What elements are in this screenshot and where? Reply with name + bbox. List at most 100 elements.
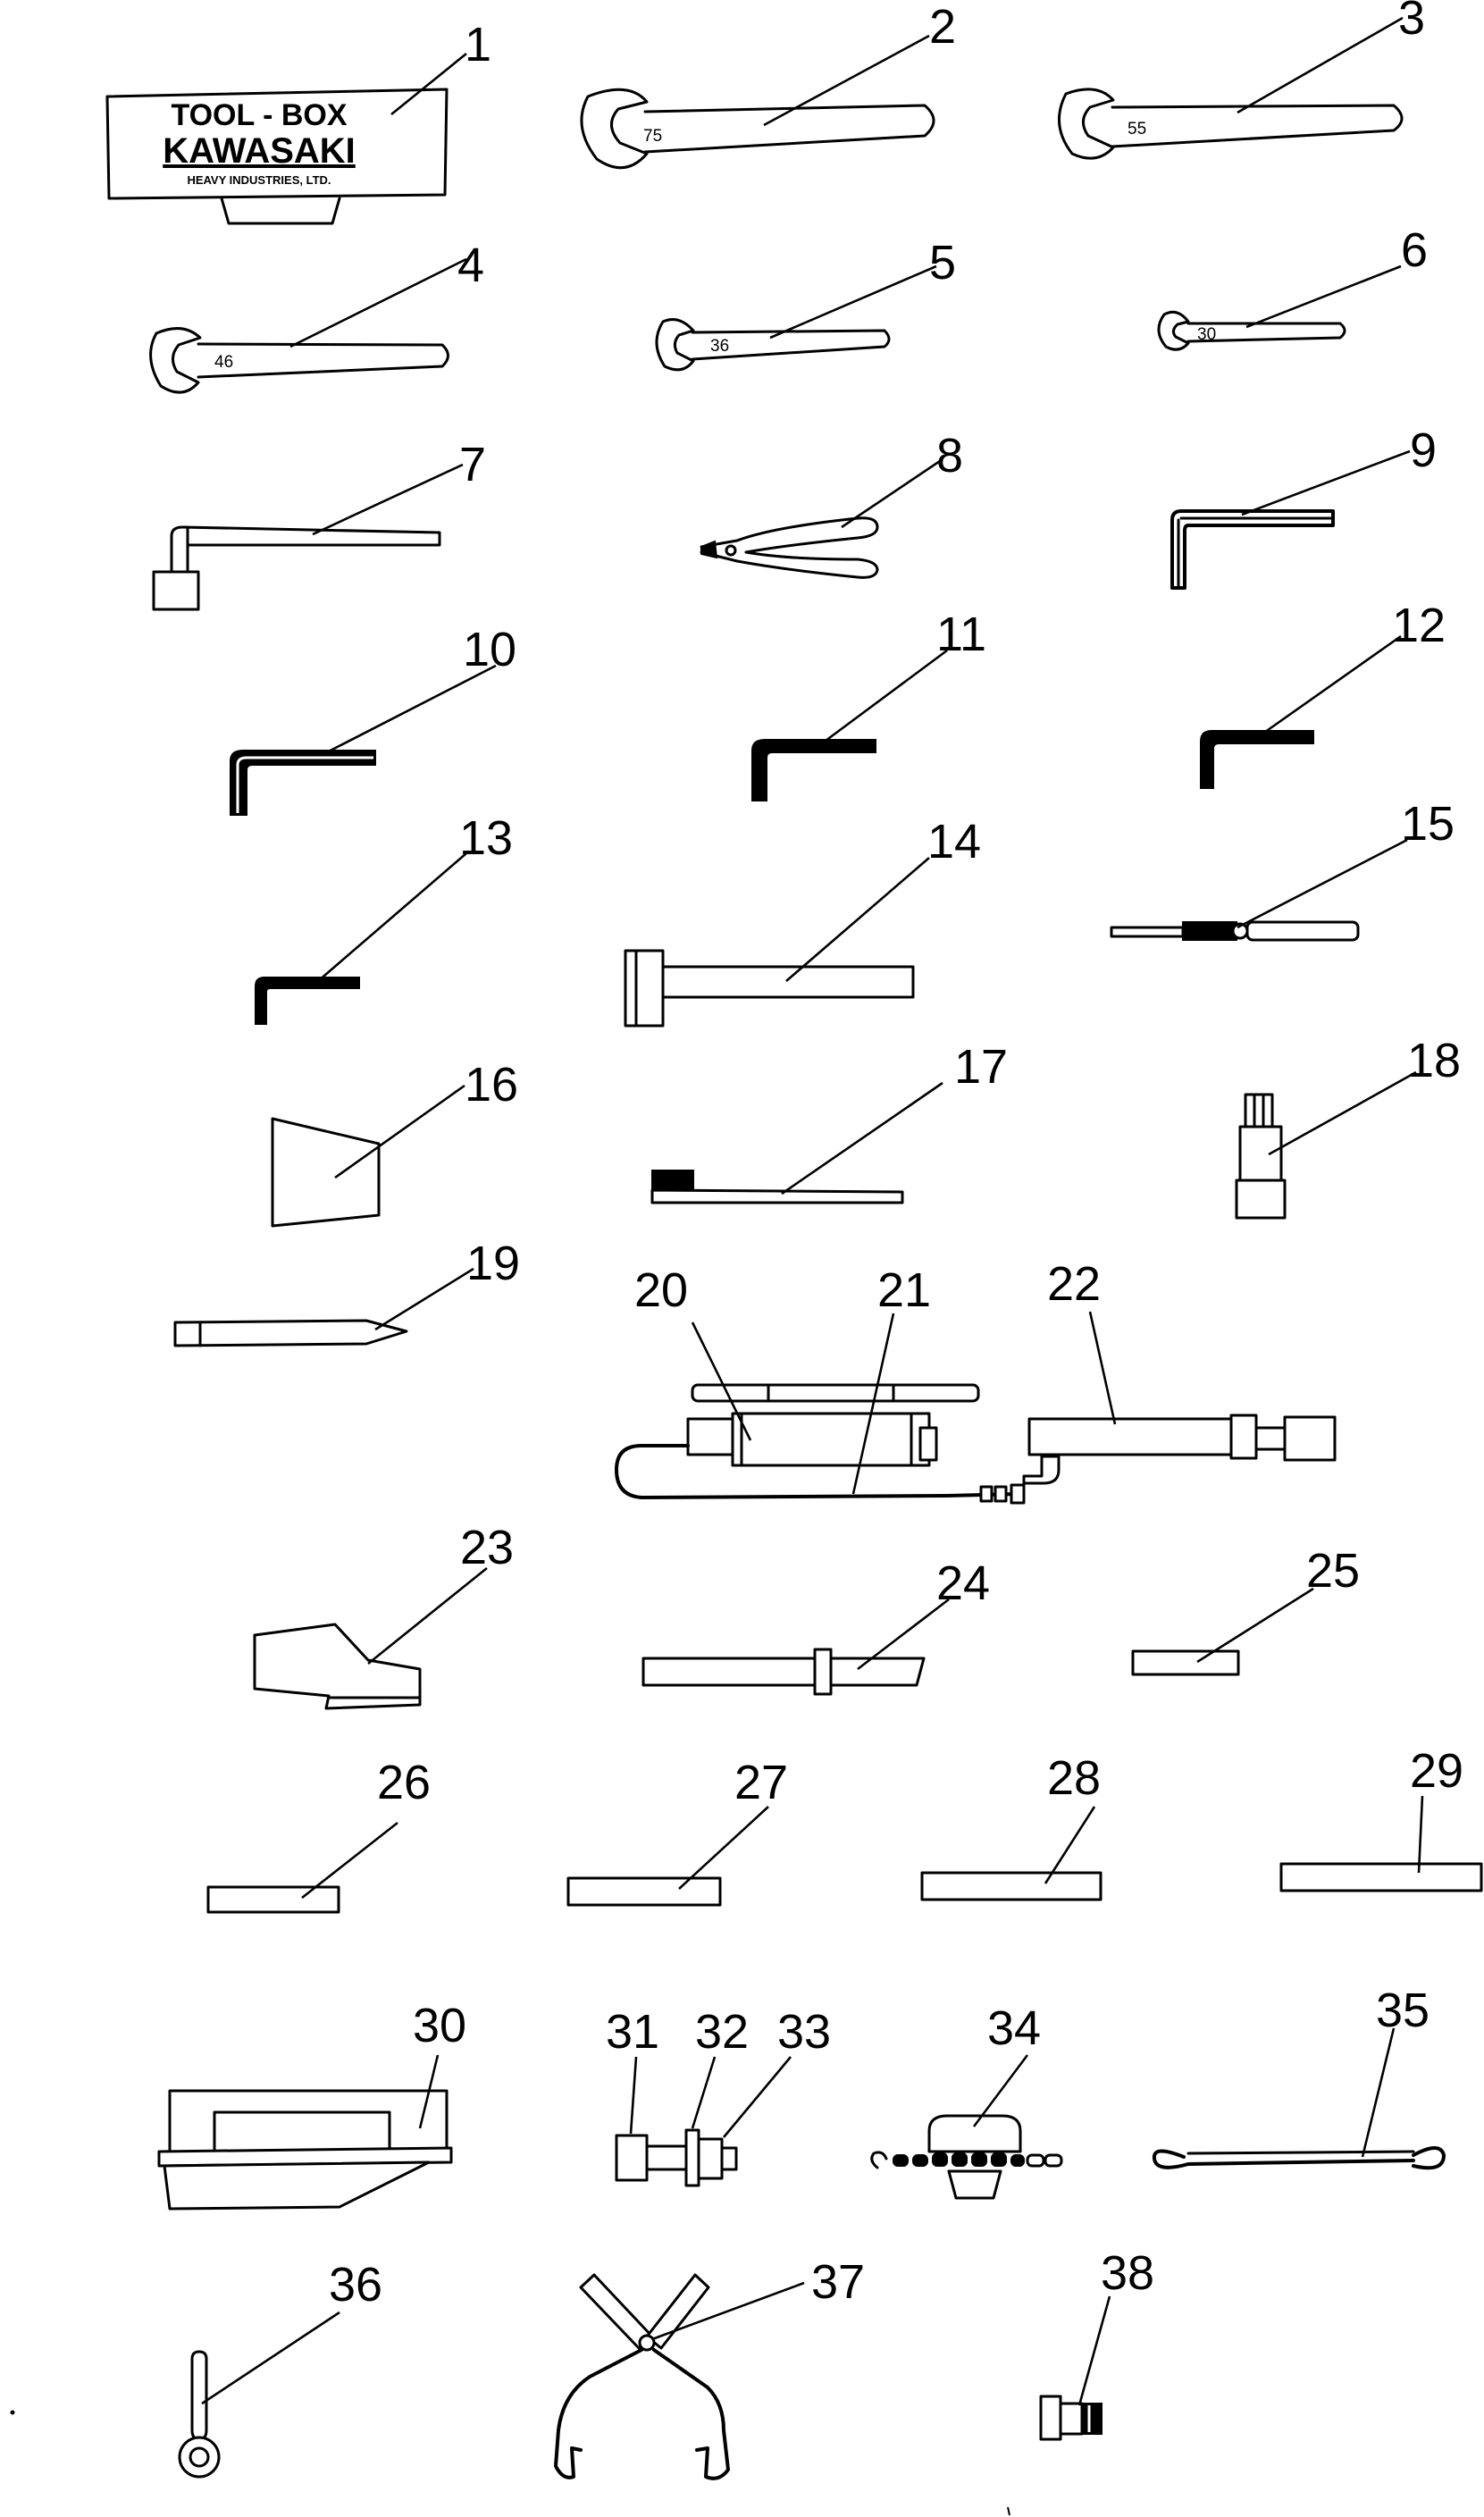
- hex-key-11-illustration: [751, 739, 876, 801]
- callout-25: 25: [1306, 1544, 1360, 1598]
- callout-33: 33: [777, 2005, 831, 2059]
- socket-adapter-illustration: [1235, 1093, 1287, 1220]
- chain-block-illustration: [870, 2114, 1063, 2200]
- leader-28: [1044, 1806, 1096, 1884]
- pin-punch-illustration: [641, 1648, 926, 1696]
- callout-26: 26: [377, 1756, 431, 1809]
- box-spanner-illustration: [152, 525, 441, 611]
- hex-key-13-illustration: [255, 977, 360, 1025]
- leader-32: [691, 2056, 717, 2129]
- callout-16: 16: [465, 1058, 518, 1112]
- lifting-tongs-illustration: [554, 2273, 730, 2480]
- callout-5: 5: [929, 236, 956, 289]
- spanner-46-illustration: 46: [149, 327, 449, 394]
- leader-36: [201, 2311, 340, 2405]
- spanner-30-size: 30: [1197, 325, 1216, 344]
- bar-26-illustration: [206, 1885, 340, 1914]
- callout-37: 37: [811, 2255, 865, 2309]
- leader-22: [1088, 1311, 1117, 1425]
- tool-box-illustration: TOOL - BOX KAWASAKI HEAVY INDUSTRIES, LT…: [105, 88, 449, 225]
- leader-6: [1245, 264, 1402, 329]
- leader-1: [390, 52, 467, 116]
- tray-illustration: [157, 2089, 453, 2211]
- callout-36: 36: [329, 2258, 382, 2311]
- callout-6: 6: [1401, 223, 1428, 277]
- leader-14: [785, 857, 930, 982]
- callout-32: 32: [695, 2005, 749, 2059]
- leader-13: [317, 852, 467, 982]
- spanner-55-illustration: 55: [1057, 88, 1404, 160]
- callout-18: 18: [1407, 1034, 1461, 1087]
- leader-15: [1237, 838, 1408, 929]
- spanner-30-illustration: 30: [1157, 310, 1346, 351]
- tool-box-maker-text: HEAVY INDUSTRIES, LTD.: [187, 173, 331, 187]
- leader-3: [1237, 16, 1404, 114]
- gauge-block-illustration: [253, 1623, 422, 1710]
- leader-33: [723, 2056, 792, 2138]
- leader-30: [418, 2054, 440, 2129]
- callout-31: 31: [606, 2005, 659, 2059]
- leader-18: [1268, 1070, 1417, 1156]
- callout-35: 35: [1376, 1984, 1430, 2037]
- leader-5: [769, 264, 937, 340]
- hex-key-12-illustration: [1200, 730, 1314, 789]
- callout-12: 12: [1392, 599, 1446, 652]
- plug-illustration: [1039, 2395, 1103, 2441]
- scan-mark: [1007, 2506, 1010, 2516]
- callout-10: 10: [463, 623, 516, 676]
- leader-4: [289, 257, 467, 348]
- callout-27: 27: [734, 1756, 788, 1809]
- callout-19: 19: [466, 1237, 520, 1290]
- leader-37: [651, 2281, 805, 2341]
- leader-12: [1261, 634, 1402, 736]
- bar-27-illustration: [566, 1876, 722, 1907]
- callout-14: 14: [927, 815, 981, 868]
- leader-17: [781, 1081, 943, 1196]
- leader-23: [367, 1566, 488, 1665]
- leader-25: [1196, 1587, 1314, 1664]
- pliers-illustration: [700, 516, 879, 579]
- callout-1: 1: [465, 18, 491, 71]
- leader-11: [821, 649, 948, 745]
- bolt-set-illustration: [615, 2128, 738, 2187]
- callout-22: 22: [1047, 1257, 1101, 1311]
- leader-38: [1077, 2295, 1111, 2406]
- callout-3: 3: [1398, 0, 1425, 45]
- spanner-75-size: 75: [643, 127, 662, 146]
- bar-25-illustration: [1131, 1649, 1240, 1676]
- spanner-36-illustration: 36: [655, 318, 891, 372]
- spanner-75-illustration: 75: [580, 88, 935, 170]
- leader-2: [763, 34, 930, 127]
- leader-19: [374, 1267, 474, 1331]
- callout-7: 7: [459, 438, 486, 491]
- hammer-illustration: [624, 949, 915, 1028]
- leader-24: [857, 1598, 950, 1671]
- bar-29-illustration: [1279, 1862, 1483, 1892]
- callout-13: 13: [459, 811, 513, 865]
- leader-21: [851, 1313, 895, 1495]
- tool-box-brand-text: KAWASAKI: [163, 131, 356, 171]
- bar-28-illustration: [920, 1871, 1103, 1901]
- callout-4: 4: [457, 239, 484, 292]
- hydraulic-jack-set-illustration: [615, 1383, 1337, 1505]
- callout-24: 24: [936, 1556, 990, 1610]
- leader-8: [841, 457, 943, 529]
- callout-2: 2: [929, 0, 956, 54]
- spanner-46-size: 46: [214, 353, 233, 372]
- wire-sling-illustration: [1152, 2146, 1446, 2170]
- callout-38: 38: [1101, 2246, 1154, 2300]
- leader-29: [1417, 1795, 1424, 1874]
- callout-8: 8: [936, 429, 963, 482]
- callout-23: 23: [460, 1521, 514, 1574]
- leader-27: [678, 1806, 769, 1890]
- callout-11: 11: [936, 608, 986, 661]
- callout-21: 21: [877, 1263, 931, 1317]
- leader-35: [1361, 2027, 1396, 2158]
- callout-15: 15: [1401, 797, 1455, 851]
- scraper-illustration: [271, 1117, 381, 1228]
- leader-31: [629, 2056, 638, 2135]
- spanner-36-size: 36: [710, 337, 729, 356]
- callout-34: 34: [987, 2001, 1041, 2055]
- spanner-55-size: 55: [1128, 120, 1146, 138]
